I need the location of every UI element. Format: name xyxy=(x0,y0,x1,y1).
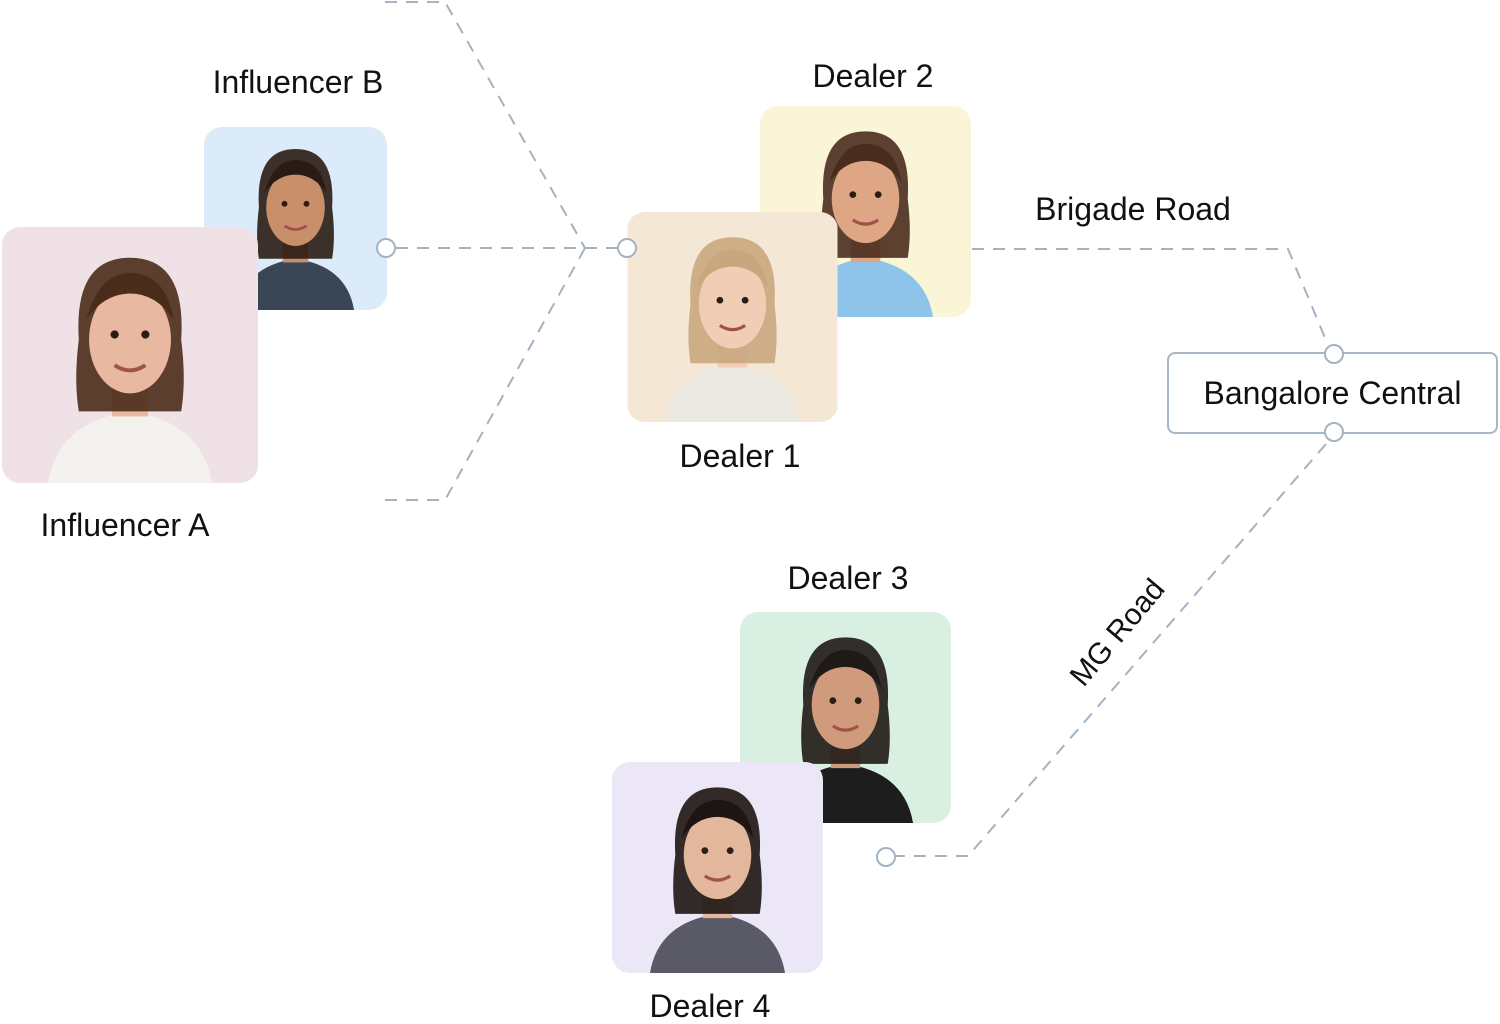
connector-brigade-road xyxy=(972,248,1329,346)
connector-bottom-branch xyxy=(385,247,586,501)
brigade-road-label: Brigade Road xyxy=(1035,191,1231,227)
dealer-4-output-handle[interactable] xyxy=(876,847,896,867)
person-avatar-icon xyxy=(627,212,838,422)
influencer-a-photo[interactable] xyxy=(2,227,258,483)
hub-label: Bangalore Central xyxy=(1203,374,1462,411)
person-avatar-icon xyxy=(204,127,387,310)
dealer-4-photo[interactable] xyxy=(612,762,823,973)
connector-mg-road xyxy=(896,443,1327,857)
influencer-a-label: Influencer A xyxy=(40,507,210,543)
influencer-b-photo[interactable] xyxy=(204,127,387,310)
person-avatar-icon xyxy=(612,762,823,973)
bangalore-central-node[interactable]: Bangalore Central xyxy=(1167,352,1498,434)
dealer-3-label: Dealer 3 xyxy=(787,560,909,596)
influencer-output-handle[interactable] xyxy=(376,238,396,258)
dealer-1-input-handle[interactable] xyxy=(617,238,637,258)
dealer-4-label: Dealer 4 xyxy=(649,988,771,1024)
dealer-2-label: Dealer 2 xyxy=(812,58,934,94)
hub-output-handle[interactable] xyxy=(1324,422,1344,442)
influencer-b-label: Influencer B xyxy=(212,64,384,100)
hub-input-handle[interactable] xyxy=(1324,344,1344,364)
dealer-1-label: Dealer 1 xyxy=(679,438,801,474)
person-avatar-icon xyxy=(2,227,258,483)
dealer-1-photo[interactable] xyxy=(627,212,838,422)
